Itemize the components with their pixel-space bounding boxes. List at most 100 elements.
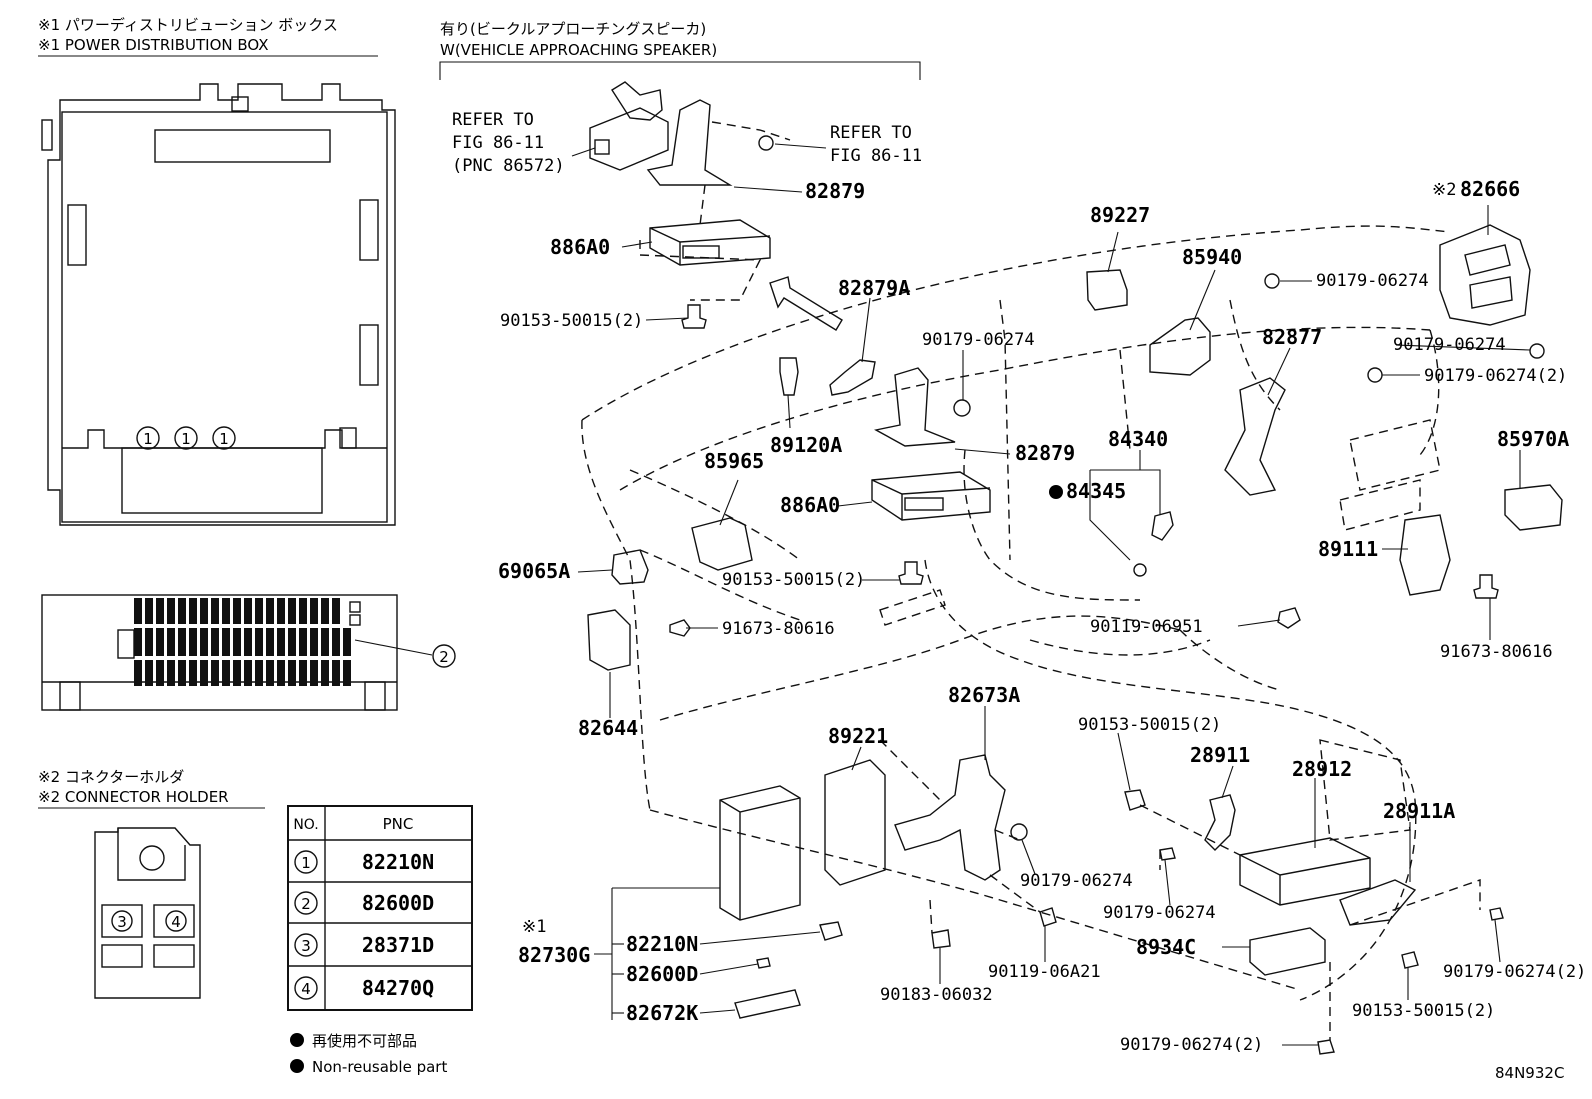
- label-82730G-mark: ※1: [522, 917, 546, 937]
- pdb-title-en: ※1 POWER DISTRIBUTION BOX: [38, 36, 269, 54]
- callout-1-b: [174, 426, 198, 450]
- refer-left-line3: (PNC 86572): [452, 156, 565, 176]
- bolt-90119-06951: [1277, 607, 1301, 629]
- clip-82210N: [819, 921, 843, 941]
- label-8934C: 8934C: [1136, 935, 1196, 959]
- callout-1-group: 1 1 1: [136, 426, 236, 450]
- label-886A0-top: 886A0: [550, 235, 610, 259]
- module-886A0-mid: [871, 471, 991, 521]
- callout-2: [432, 644, 456, 668]
- label-85970A: 85970A: [1497, 427, 1569, 451]
- label-82879-top: 82879: [805, 179, 865, 203]
- refer-right-line2: FIG 86-11: [830, 146, 922, 166]
- nut-90179-tr: [1264, 273, 1280, 289]
- label-886A0-mid: 886A0: [780, 493, 840, 517]
- pnc-row-1-no: 1: [301, 854, 311, 872]
- label-90179-bot: 90179-06274(2): [1120, 1035, 1263, 1055]
- callout-4-text: 4: [171, 913, 181, 931]
- pdb-top-view: [41, 83, 396, 526]
- bolt-90119-06A21: [1039, 907, 1057, 927]
- label-82879A: 82879A: [838, 276, 910, 300]
- label-90153-low: 90153-50015(2): [1352, 1001, 1495, 1021]
- pnc-row-1-pnc: 82210N: [362, 850, 434, 874]
- label-82644: 82644: [578, 716, 638, 740]
- callout-4: [165, 910, 187, 932]
- figure-id: 84N932C: [1495, 1064, 1564, 1082]
- pnc-table-header-pnc: PNC: [383, 815, 414, 833]
- direction-arrow: [769, 276, 843, 331]
- clip-82600D: [756, 957, 771, 969]
- clip-89120A: [779, 357, 799, 396]
- nut-90179-r3: [1367, 367, 1383, 383]
- callout-1-b-text: 1: [181, 430, 191, 448]
- cover-82672K: [734, 989, 801, 1019]
- label-90153-mid: 90153-50015(2): [722, 570, 865, 590]
- part-85940: [1149, 317, 1211, 376]
- label-90179-r3: 90179-06274(2): [1424, 366, 1567, 386]
- label-89221: 89221: [828, 724, 888, 748]
- nut-90179-cl: [1159, 847, 1176, 861]
- clip-90183: [931, 929, 951, 949]
- label-82879-mid: 82879: [1015, 441, 1075, 465]
- part-89227: [1086, 269, 1128, 311]
- bolt-91673-left: [669, 619, 691, 637]
- legend-jp: 再使用不可部品: [312, 1032, 417, 1050]
- refer-right-line1: REFER TO: [830, 123, 912, 143]
- callout-1-a-text: 1: [143, 430, 153, 448]
- bracket-28911: [1204, 794, 1236, 851]
- label-28911A: 28911A: [1383, 799, 1455, 823]
- bolt-90153-br: [1124, 789, 1146, 811]
- pad-85965: [691, 517, 753, 571]
- pnc-table: NO. PNC 1 82210N 2 82600D 3 28371D 4 842…: [287, 805, 473, 1011]
- holder-title-en: ※2 CONNECTOR HOLDER: [38, 788, 229, 806]
- label-82673A: 82673A: [948, 683, 1020, 707]
- label-89111: 89111: [1318, 537, 1378, 561]
- label-84345: 84345: [1066, 479, 1126, 503]
- connector-holder: 3 4: [94, 827, 201, 999]
- bracket-82877: [1224, 377, 1286, 496]
- label-82877: 82877: [1262, 325, 1322, 349]
- legend-dot-en: [290, 1059, 304, 1073]
- switch-69065A: [611, 549, 649, 585]
- speaker-bracket: [439, 61, 921, 80]
- callout-1-c: [212, 426, 236, 450]
- legend-dot-jp: [290, 1033, 304, 1047]
- label-82600D: 82600D: [626, 962, 698, 986]
- label-82730G: 82730G: [518, 943, 590, 967]
- module-89221: [824, 759, 886, 886]
- holder-82666: [1439, 224, 1531, 326]
- refer-left-line2: FIG 86-11: [452, 133, 544, 153]
- bolt-90153-low: [1401, 951, 1419, 969]
- label-28911: 28911: [1190, 743, 1250, 767]
- label-89120A: 89120A: [770, 433, 842, 457]
- label-89227: 89227: [1090, 203, 1150, 227]
- label-90119-06A21: 90119-06A21: [988, 962, 1101, 982]
- nonreusable-dot-84345: [1049, 485, 1063, 499]
- part-84340: [1151, 511, 1174, 541]
- refer-left-line1: REFER TO: [452, 110, 534, 130]
- label-91673-right: 91673-80616: [1440, 642, 1553, 662]
- pnc-row-3-pnc: 28371D: [362, 933, 434, 957]
- label-90179-far: 90179-06274(2): [1443, 962, 1586, 982]
- label-82672K: 82672K: [626, 1001, 698, 1025]
- label-85965: 85965: [704, 449, 764, 473]
- bracket-82879A: [829, 359, 876, 396]
- nut-90179-mid: [953, 399, 971, 417]
- label-90183: 90183-06032: [880, 985, 993, 1005]
- pnc-row-4-pnc: 84270Q: [362, 976, 434, 1000]
- label-90179-cl: 90179-06274: [1103, 903, 1216, 923]
- bolt-90153-mid: [898, 561, 924, 585]
- legend-en: Non-reusable part: [312, 1058, 447, 1076]
- connector-82644: [587, 609, 631, 671]
- fuse-grid: [134, 598, 351, 686]
- label-28912: 28912: [1292, 757, 1352, 781]
- callout-3-text: 3: [117, 913, 127, 931]
- holder-title-jp: ※2 コネクターホルダ: [38, 768, 184, 786]
- callout-3: [111, 910, 133, 932]
- bracket-82879-mid: [874, 367, 956, 447]
- label-90153-br: 90153-50015(2): [1078, 715, 1221, 735]
- module-82730G: [719, 785, 801, 921]
- bolt-91673-right: [1473, 574, 1499, 599]
- callout-2-text: 2: [439, 648, 449, 666]
